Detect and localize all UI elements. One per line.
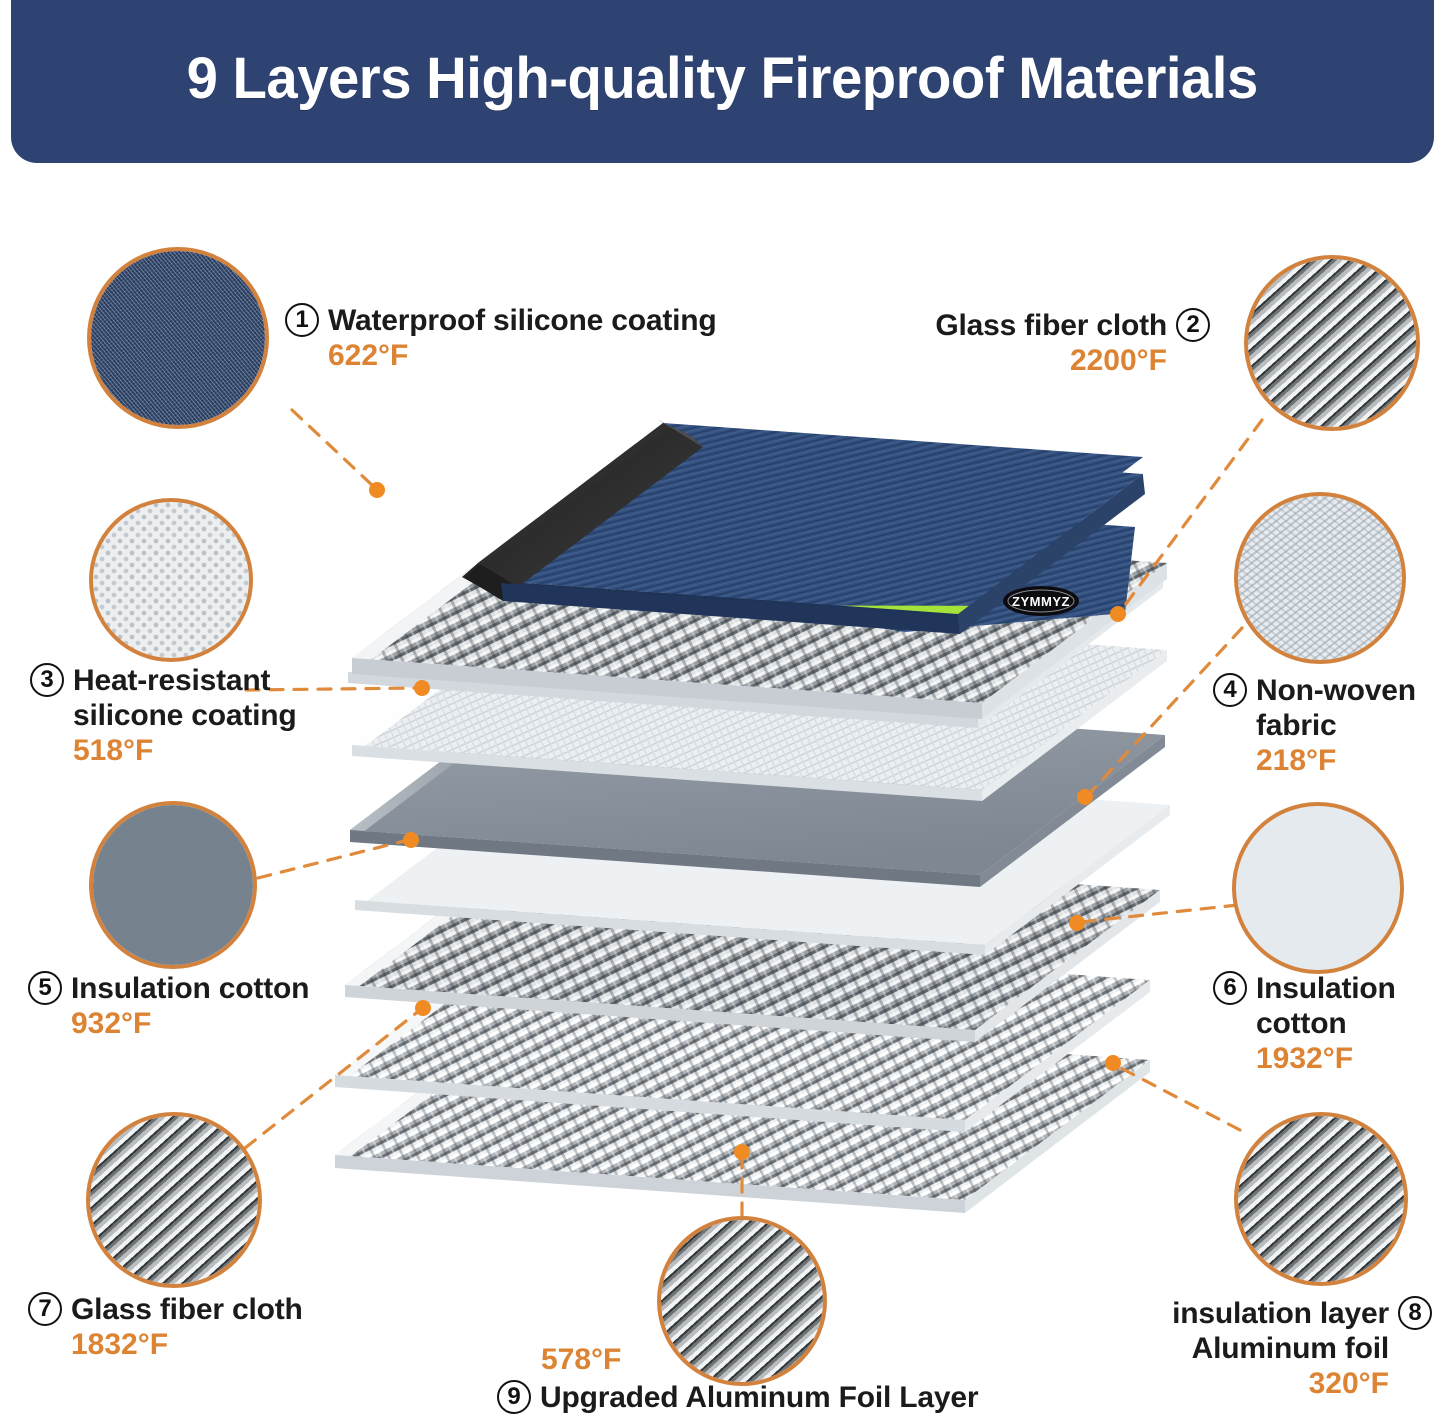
- pale-gray-solid: [1236, 806, 1400, 970]
- callout-anchor-dots: [369, 482, 1126, 1160]
- swatch-7-glass-fiber: [86, 1112, 262, 1288]
- layer-name-5: Insulation cotton: [71, 972, 310, 1005]
- callout-lines: [243, 408, 1264, 1242]
- swatch-1-navy-woven: [87, 247, 269, 429]
- layer-name-7: Glass fiber cloth: [71, 1293, 303, 1326]
- layer-name-6-line1: Insulation: [1256, 972, 1396, 1005]
- swatch-2-glass-fiber: [1244, 255, 1420, 431]
- swatch-3-silicone-dots: [89, 498, 253, 662]
- layer-label-1: 1 Waterproof silicone coating 622°F: [285, 303, 717, 374]
- layer-1-surface: ZYMMYZ: [465, 419, 1145, 634]
- layer-name-3-line2: silicone coating: [73, 699, 297, 732]
- navy-woven-texture: [91, 251, 265, 425]
- layer-temperature-1: 622°F: [328, 339, 409, 372]
- layer-label-6: 6 Insulation cotton 1932°F: [1213, 971, 1396, 1077]
- layer-number-badge-4: 4: [1213, 673, 1247, 707]
- layer-label-2: Glass fiber cloth 2200°F 2: [880, 308, 1210, 379]
- layer-name-4-line2: fabric: [1256, 709, 1337, 742]
- layer-label-3: 3 Heat-resistant silicone coating 518°F: [30, 663, 297, 769]
- layer-temperature-4: 218°F: [1256, 744, 1337, 777]
- layer-label-4: 4 Non-woven fabric 218°F: [1213, 673, 1416, 779]
- swatch-8-aluminum-foil: [1234, 1112, 1408, 1286]
- layer-temperature-6: 1932°F: [1256, 1042, 1354, 1075]
- gray-twill-weave-texture: [661, 1220, 823, 1382]
- header-banner: 9 Layers High-quality Fireproof Material…: [11, 0, 1434, 163]
- white-dotted-silicone-texture: [93, 502, 249, 658]
- layer-temperature-9: 578°F: [541, 1343, 622, 1376]
- layer-label-8: insulation layer Aluminum foil 320°F 8: [1060, 1296, 1432, 1402]
- layer-temperature-5: 932°F: [71, 1007, 152, 1040]
- gray-twill-weave-texture: [1238, 1116, 1404, 1282]
- layer-name-8-line1: insulation layer: [1172, 1297, 1389, 1330]
- layer-number-badge-7: 7: [28, 1292, 62, 1326]
- swatch-6-insulation-cotton: [1232, 802, 1404, 974]
- swatch-9-aluminum-foil: [657, 1216, 827, 1386]
- layer-name-1: Waterproof silicone coating: [328, 304, 717, 337]
- layer-temperature-7: 1832°F: [71, 1328, 169, 1361]
- layer-name-8-line2: Aluminum foil: [1191, 1332, 1390, 1365]
- svg-text:ZYMMYZ: ZYMMYZ: [1012, 594, 1070, 609]
- layer-temperature-2: 2200°F: [1069, 344, 1167, 377]
- layer-name-3-line1: Heat-resistant: [73, 664, 271, 697]
- layer-label-7: 7 Glass fiber cloth 1832°F: [28, 1292, 303, 1363]
- layer-temperature-3: 518°F: [73, 734, 154, 767]
- slate-gray-solid: [93, 805, 253, 965]
- layer-temperature-8: 320°F: [1308, 1367, 1389, 1400]
- layer-label-5: 5 Insulation cotton 932°F: [28, 971, 309, 1042]
- swatch-4-non-woven: [1234, 492, 1406, 664]
- gray-twill-weave-texture: [1248, 259, 1416, 427]
- layer-number-badge-1: 1: [285, 303, 319, 337]
- layer-number-badge-6: 6: [1213, 971, 1247, 1005]
- layer-number-badge-5: 5: [28, 971, 62, 1005]
- white-nonwoven-texture: [1238, 496, 1402, 660]
- layer-name-4-line1: Non-woven: [1256, 674, 1416, 707]
- swatch-5-insulation-cotton: [89, 801, 257, 969]
- brand-logo: ZYMMYZ: [1003, 586, 1079, 616]
- gray-twill-weave-texture: [90, 1116, 258, 1284]
- layer-number-badge-8: 8: [1398, 1296, 1432, 1330]
- layer-number-badge-9: 9: [497, 1380, 531, 1414]
- layer-number-badge-3: 3: [30, 663, 64, 697]
- layer-label-9: 578°F 9 Upgraded Aluminum Foil Layer: [497, 1342, 979, 1415]
- layer-name-2: Glass fiber cloth: [935, 309, 1167, 342]
- layer-name-6-line2: cotton: [1256, 1007, 1347, 1040]
- page-title: 9 Layers High-quality Fireproof Material…: [186, 46, 1259, 111]
- layer-name-9: Upgraded Aluminum Foil Layer: [540, 1381, 979, 1414]
- layer-number-badge-2: 2: [1176, 308, 1210, 342]
